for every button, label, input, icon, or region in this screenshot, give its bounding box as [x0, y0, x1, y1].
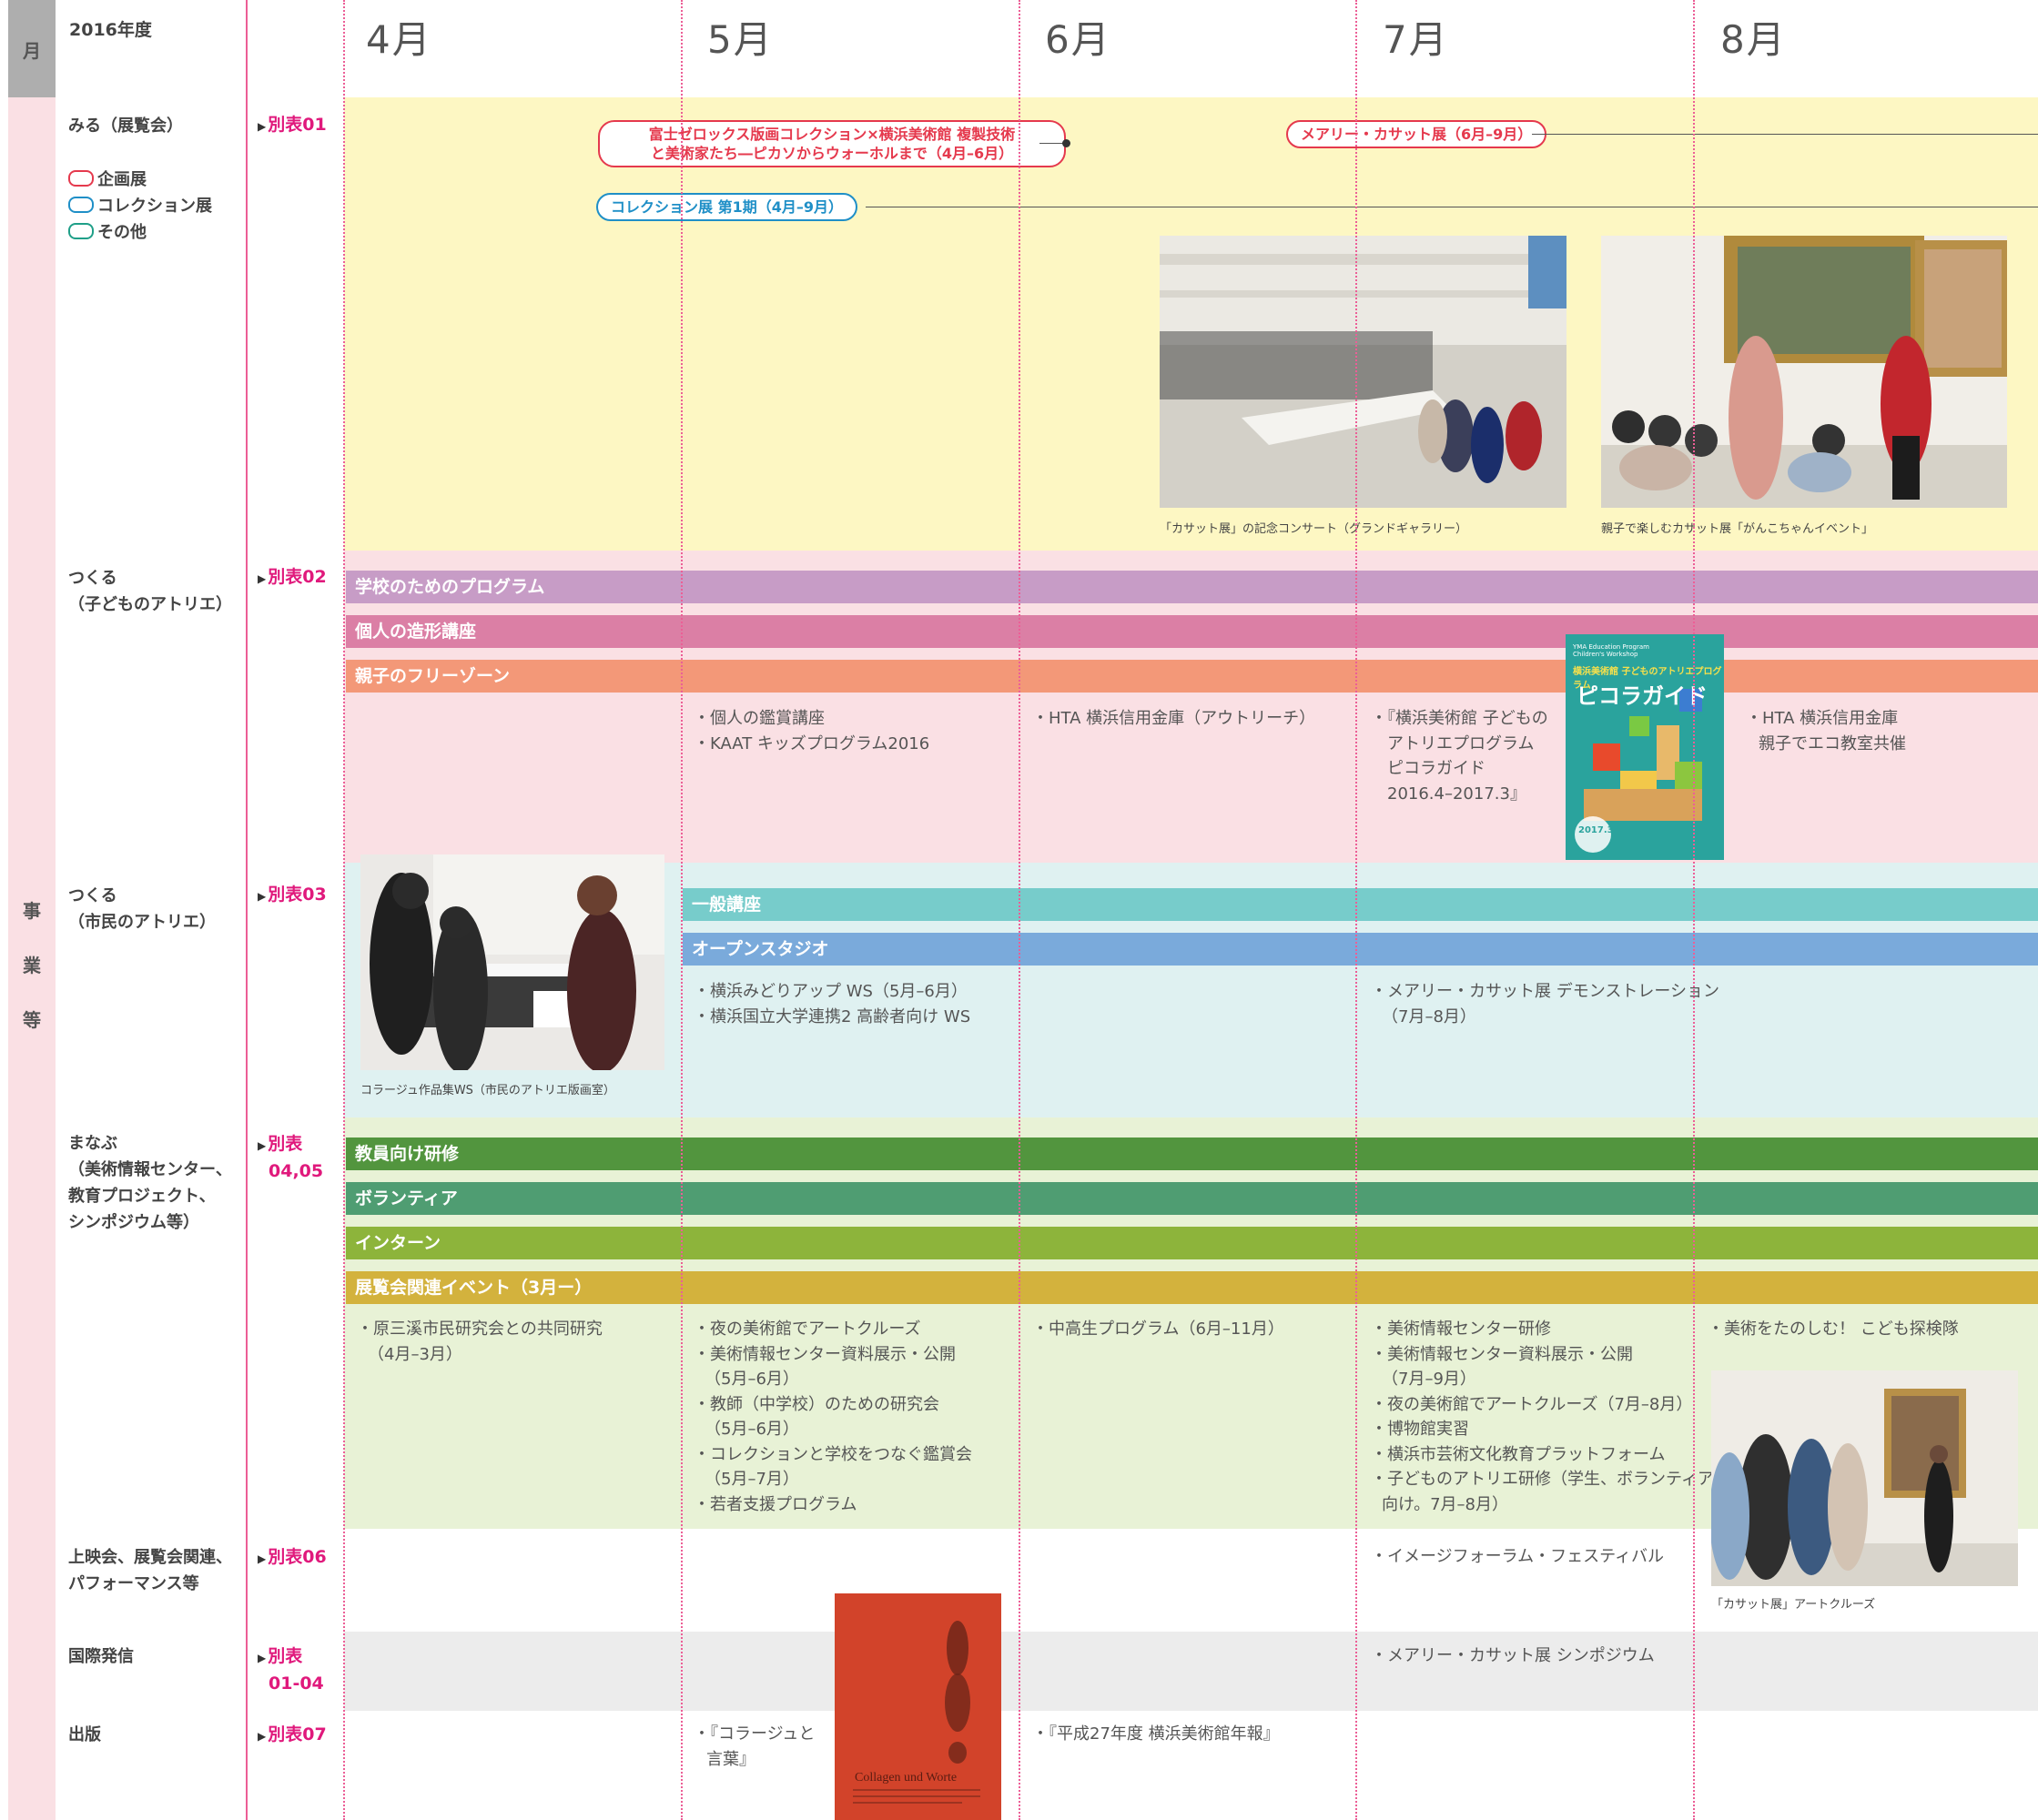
screening-ref-link[interactable]: ▶別表06	[258, 1547, 327, 1567]
intl-ref-link[interactable]: ▶別表 01-04	[258, 1646, 324, 1694]
miru-ref-link[interactable]: ▶別表01	[258, 115, 327, 135]
red-oval-icon	[68, 170, 94, 187]
manabu-may-list: ・夜の美術館でアートクルーズ ・美術情報センター資料展示・公開 （5月–6月） …	[694, 1320, 972, 1514]
grid-line-aug	[1693, 0, 1695, 1820]
kids-may-list: ・個人の鑑賞講座 ・KAAT キッズプログラム2016	[694, 709, 930, 753]
sidebar-band	[8, 97, 56, 1820]
bar-exhibition-events: 展覧会関連イベント（3月ー）	[346, 1271, 2038, 1304]
citizen-jul-list: ・メアリー・カサット展 デモンストレーション （7月–8月）	[1371, 982, 1719, 1026]
miru-title: みる（展覧会）	[68, 116, 183, 136]
fiscal-year: 2016年度	[69, 20, 152, 40]
intl-title: 国際発信	[68, 1647, 134, 1666]
line-end-dot	[1062, 139, 1070, 147]
book-collagen-und-worte: Collagen und Worte	[835, 1593, 1001, 1820]
exhibition-fuji-xerox-line	[1039, 143, 1067, 144]
intl-background	[344, 1632, 2038, 1711]
triangle-icon: ▶	[258, 572, 267, 585]
grid-line-jul	[1355, 0, 1357, 1820]
exhibition-fuji-xerox: 富士ゼロックス版画コレクション×横浜美術館 複製技術 と美術家たち―ピカソからウ…	[598, 120, 1066, 167]
bar-general-course: 一般講座	[683, 888, 2038, 921]
legend-collection-exhibition: コレクション展	[68, 193, 212, 217]
sidebar-char-1: 事	[23, 900, 41, 922]
citizen-atelier-ref-link[interactable]: ▶別表03	[258, 885, 327, 905]
kids-jul-list: ・『横浜美術館 子どもの アトリエプログラム ピコラガイド 2016.4–201…	[1371, 709, 1548, 804]
caption-collage-ws: コラージュ作品集WS（市民のアトリエ版画室）	[360, 1084, 615, 1097]
caption-gankochan-event: 親子で楽しむカサット展「がんこちゃんイベント」	[1601, 522, 1874, 536]
label-column-divider	[246, 0, 248, 1820]
month-apr: 4月	[366, 17, 432, 62]
book-picola-subtitle: 横浜美術館 子どものアトリエプログラム	[1573, 667, 1722, 691]
sidebar-char-3: 等	[23, 1009, 41, 1031]
manabu-jul-list: ・美術情報センター研修 ・美術情報センター資料展示・公開 （7月–9月） ・夜の…	[1371, 1320, 1714, 1514]
photo-concert	[1160, 236, 1567, 508]
bar-family-freezone: 親子のフリーゾーン	[346, 660, 2038, 693]
legend-other: その他	[68, 219, 147, 243]
photo-art-cruise	[1711, 1370, 2018, 1586]
kids-aug-list: ・HTA 横浜信用金庫 親子でエコ教室共催	[1746, 709, 1906, 753]
citizen-may-list: ・横浜みどりアップ WS（5月–6月） ・横浜国立大学連携2 高齢者向け WS	[694, 982, 971, 1026]
bar-open-studio: オープンスタジオ	[683, 933, 2038, 966]
month-label: 月	[23, 40, 41, 62]
kids-atelier-ref-link[interactable]: ▶別表02	[258, 567, 327, 587]
bar-school-program: 学校のためのプログラム	[346, 571, 2038, 603]
screening-title: 上映会、展覧会関連、パフォーマンス等	[68, 1548, 232, 1593]
exhibition-collection-1: コレクション展 第1期（4月–9月）	[596, 193, 857, 221]
book-collagen-title: Collagen und Worte	[855, 1771, 958, 1785]
month-may: 5月	[707, 17, 774, 62]
book-picola-top-text: YMA Education Program Children's Worksho…	[1573, 643, 1649, 658]
triangle-icon: ▶	[258, 1552, 267, 1565]
book-picola-title: ピコラガイド	[1577, 683, 1708, 709]
publish-may-list: ・『コラージュと 言葉』	[694, 1724, 816, 1769]
triangle-icon: ▶	[258, 1652, 267, 1664]
publish-jun-list: ・『平成27年度 横浜美術館年報』	[1032, 1724, 1280, 1744]
month-jun: 6月	[1045, 17, 1111, 62]
manabu-jun-list: ・中高生プログラム（6月–11月）	[1032, 1320, 1284, 1339]
grid-line-may	[681, 0, 683, 1820]
manabu-apr-list: ・原三溪市民研究会との共同研究 （4月–3月）	[357, 1320, 603, 1364]
blue-oval-icon	[68, 197, 94, 213]
kids-atelier-title: つくる（子どものアトリエ）	[68, 569, 232, 614]
kids-jun-list: ・HTA 横浜信用金庫（アウトリーチ）	[1032, 709, 1316, 728]
sidebar-char-2: 業	[23, 955, 41, 976]
triangle-icon: ▶	[258, 1730, 267, 1743]
exhibition-cassatt-line	[1532, 134, 2038, 135]
manabu-aug-list: ・美術をたのしむ！ こども探検隊	[1708, 1320, 1959, 1339]
grid-line-jun	[1019, 0, 1020, 1820]
month-column-header	[8, 0, 56, 97]
triangle-icon: ▶	[258, 890, 267, 903]
bar-intern: インターン	[346, 1227, 2038, 1259]
book-picola-guide: YMA Education Program Children's Worksho…	[1566, 634, 1724, 860]
grid-line-apr	[343, 0, 345, 1820]
manabu-ref-link[interactable]: ▶別表 04,05	[258, 1134, 324, 1181]
caption-art-cruise: 「カサット展」アートクルーズ	[1711, 1598, 1876, 1612]
book-picola-year: 2017.3	[1578, 825, 1614, 835]
green-oval-icon	[68, 223, 94, 239]
month-jul: 7月	[1383, 17, 1449, 62]
month-aug: 8月	[1720, 17, 1787, 62]
caption-concert: 「カサット展」の記念コンサート（グランドギャラリー）	[1160, 522, 1468, 536]
bar-individual-course: 個人の造形講座	[346, 615, 2038, 648]
photo-collage-ws	[360, 854, 664, 1070]
manabu-title: まなぶ （美術情報センター、 教育プロジェクト、 シンポジウム等）	[68, 1134, 232, 1232]
legend-special-exhibition: 企画展	[68, 167, 147, 190]
exhibition-cassatt: メアリー・カサット展（6月–9月）	[1286, 120, 1547, 148]
publish-ref-link[interactable]: ▶別表07	[258, 1724, 327, 1744]
triangle-icon: ▶	[258, 1139, 267, 1152]
triangle-icon: ▶	[258, 120, 267, 133]
intl-jul-list: ・メアリー・カサット展 シンポジウム	[1371, 1646, 1655, 1665]
bar-volunteer: ボランティア	[346, 1182, 2038, 1215]
bar-teacher-training: 教員向け研修	[346, 1138, 2038, 1170]
photo-gankochan-event	[1601, 236, 2007, 508]
screening-jul-list: ・イメージフォーラム・フェスティバル	[1371, 1547, 1665, 1566]
citizen-atelier-title: つくる（市民のアトリエ）	[68, 886, 216, 932]
publish-title: 出版	[68, 1725, 101, 1744]
